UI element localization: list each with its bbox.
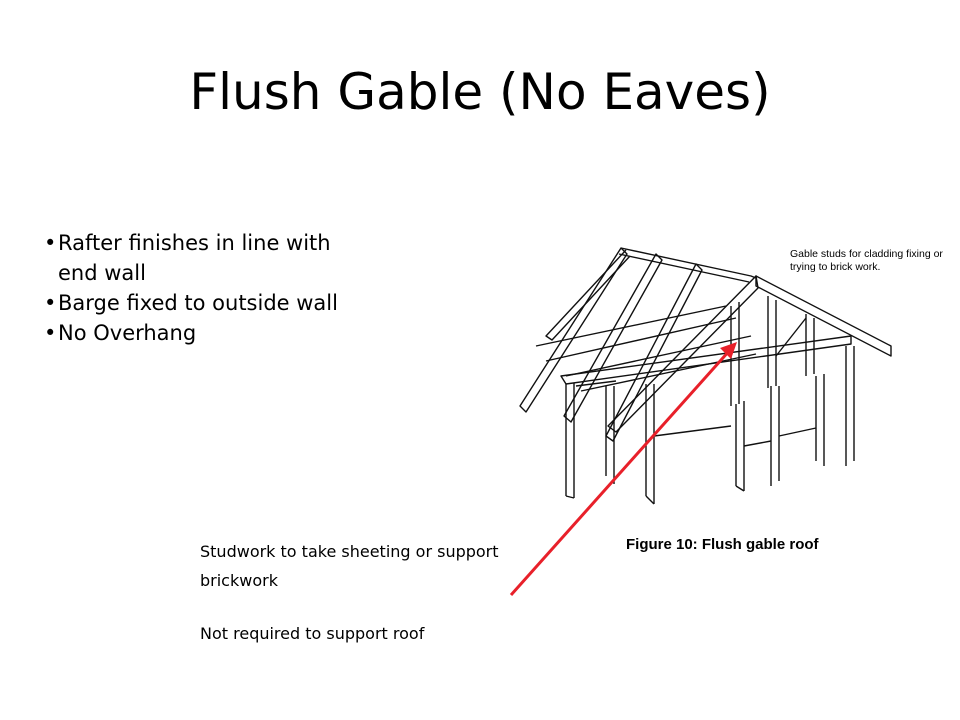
bullet-item: • No Overhang (44, 318, 354, 348)
flush-gable-roof-drawing (519, 247, 892, 505)
bullet-item: • Barge fixed to outside wall (44, 288, 354, 318)
bullet-text: No Overhang (58, 321, 197, 345)
caption-line-studwork: Studwork to take sheeting or support bri… (200, 542, 499, 590)
bullet-dot-icon: • (44, 291, 57, 315)
figure-callout-text: Gable studs for cladding fixing or tryin… (790, 248, 943, 273)
caption-line-not-required: Not required to support roof (200, 624, 425, 643)
figure-label: Figure 10: Flush gable roof (626, 536, 819, 553)
bullet-text: Rafter finishes in line with end wall (58, 231, 331, 285)
slide-title: Flush Gable (No Eaves) (189, 63, 771, 121)
caption-spacer (200, 595, 500, 619)
bullet-text: Barge fixed to outside wall (58, 291, 338, 315)
caption: Studwork to take sheeting or support bri… (200, 537, 500, 648)
bullet-dot-icon: • (44, 321, 57, 345)
bullet-list: • Rafter finishes in line with end wall … (44, 228, 354, 348)
bullet-dot-icon: • (44, 231, 57, 255)
bullet-item: • Rafter finishes in line with end wall (44, 228, 354, 288)
